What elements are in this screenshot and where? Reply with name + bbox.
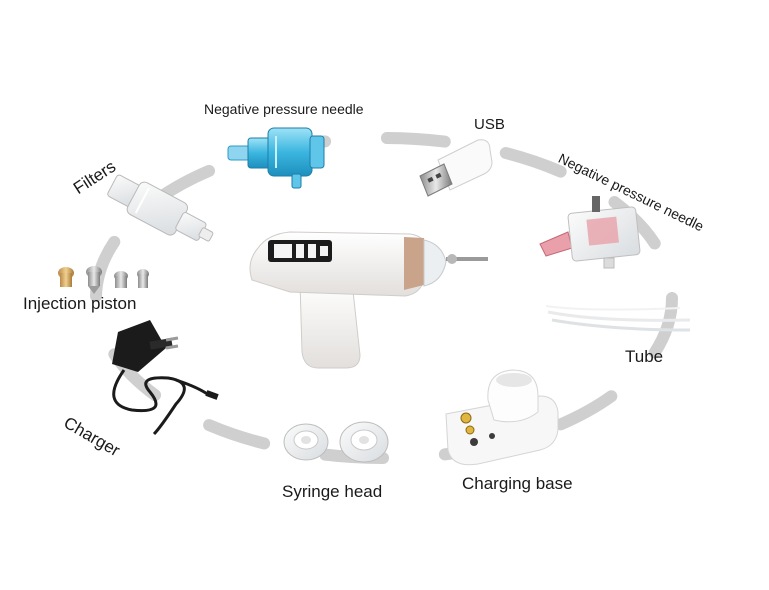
label-tube: Tube: [625, 347, 664, 366]
injector-gun: [249, 231, 488, 369]
label-charging-base: Charging base: [462, 474, 573, 493]
ring-dashed: [90, 132, 678, 464]
label-negative-pressure-needle-top: Negative pressure needle: [204, 101, 364, 117]
usb-connector: [419, 139, 493, 197]
charger-adapter: [112, 320, 219, 436]
tube-part: [545, 305, 691, 332]
charging-base: [445, 369, 559, 466]
label-syringe-head: Syringe head: [282, 482, 383, 501]
label-injection-piston: Injection piston: [23, 294, 137, 313]
negative-pressure-needle-blue: [227, 127, 325, 189]
filter-part: [107, 174, 214, 242]
negative-pressure-needle-pink: [539, 196, 641, 269]
syringe-heads: [283, 421, 389, 463]
label-usb: USB: [474, 116, 505, 133]
injection-pistons: [58, 266, 149, 294]
